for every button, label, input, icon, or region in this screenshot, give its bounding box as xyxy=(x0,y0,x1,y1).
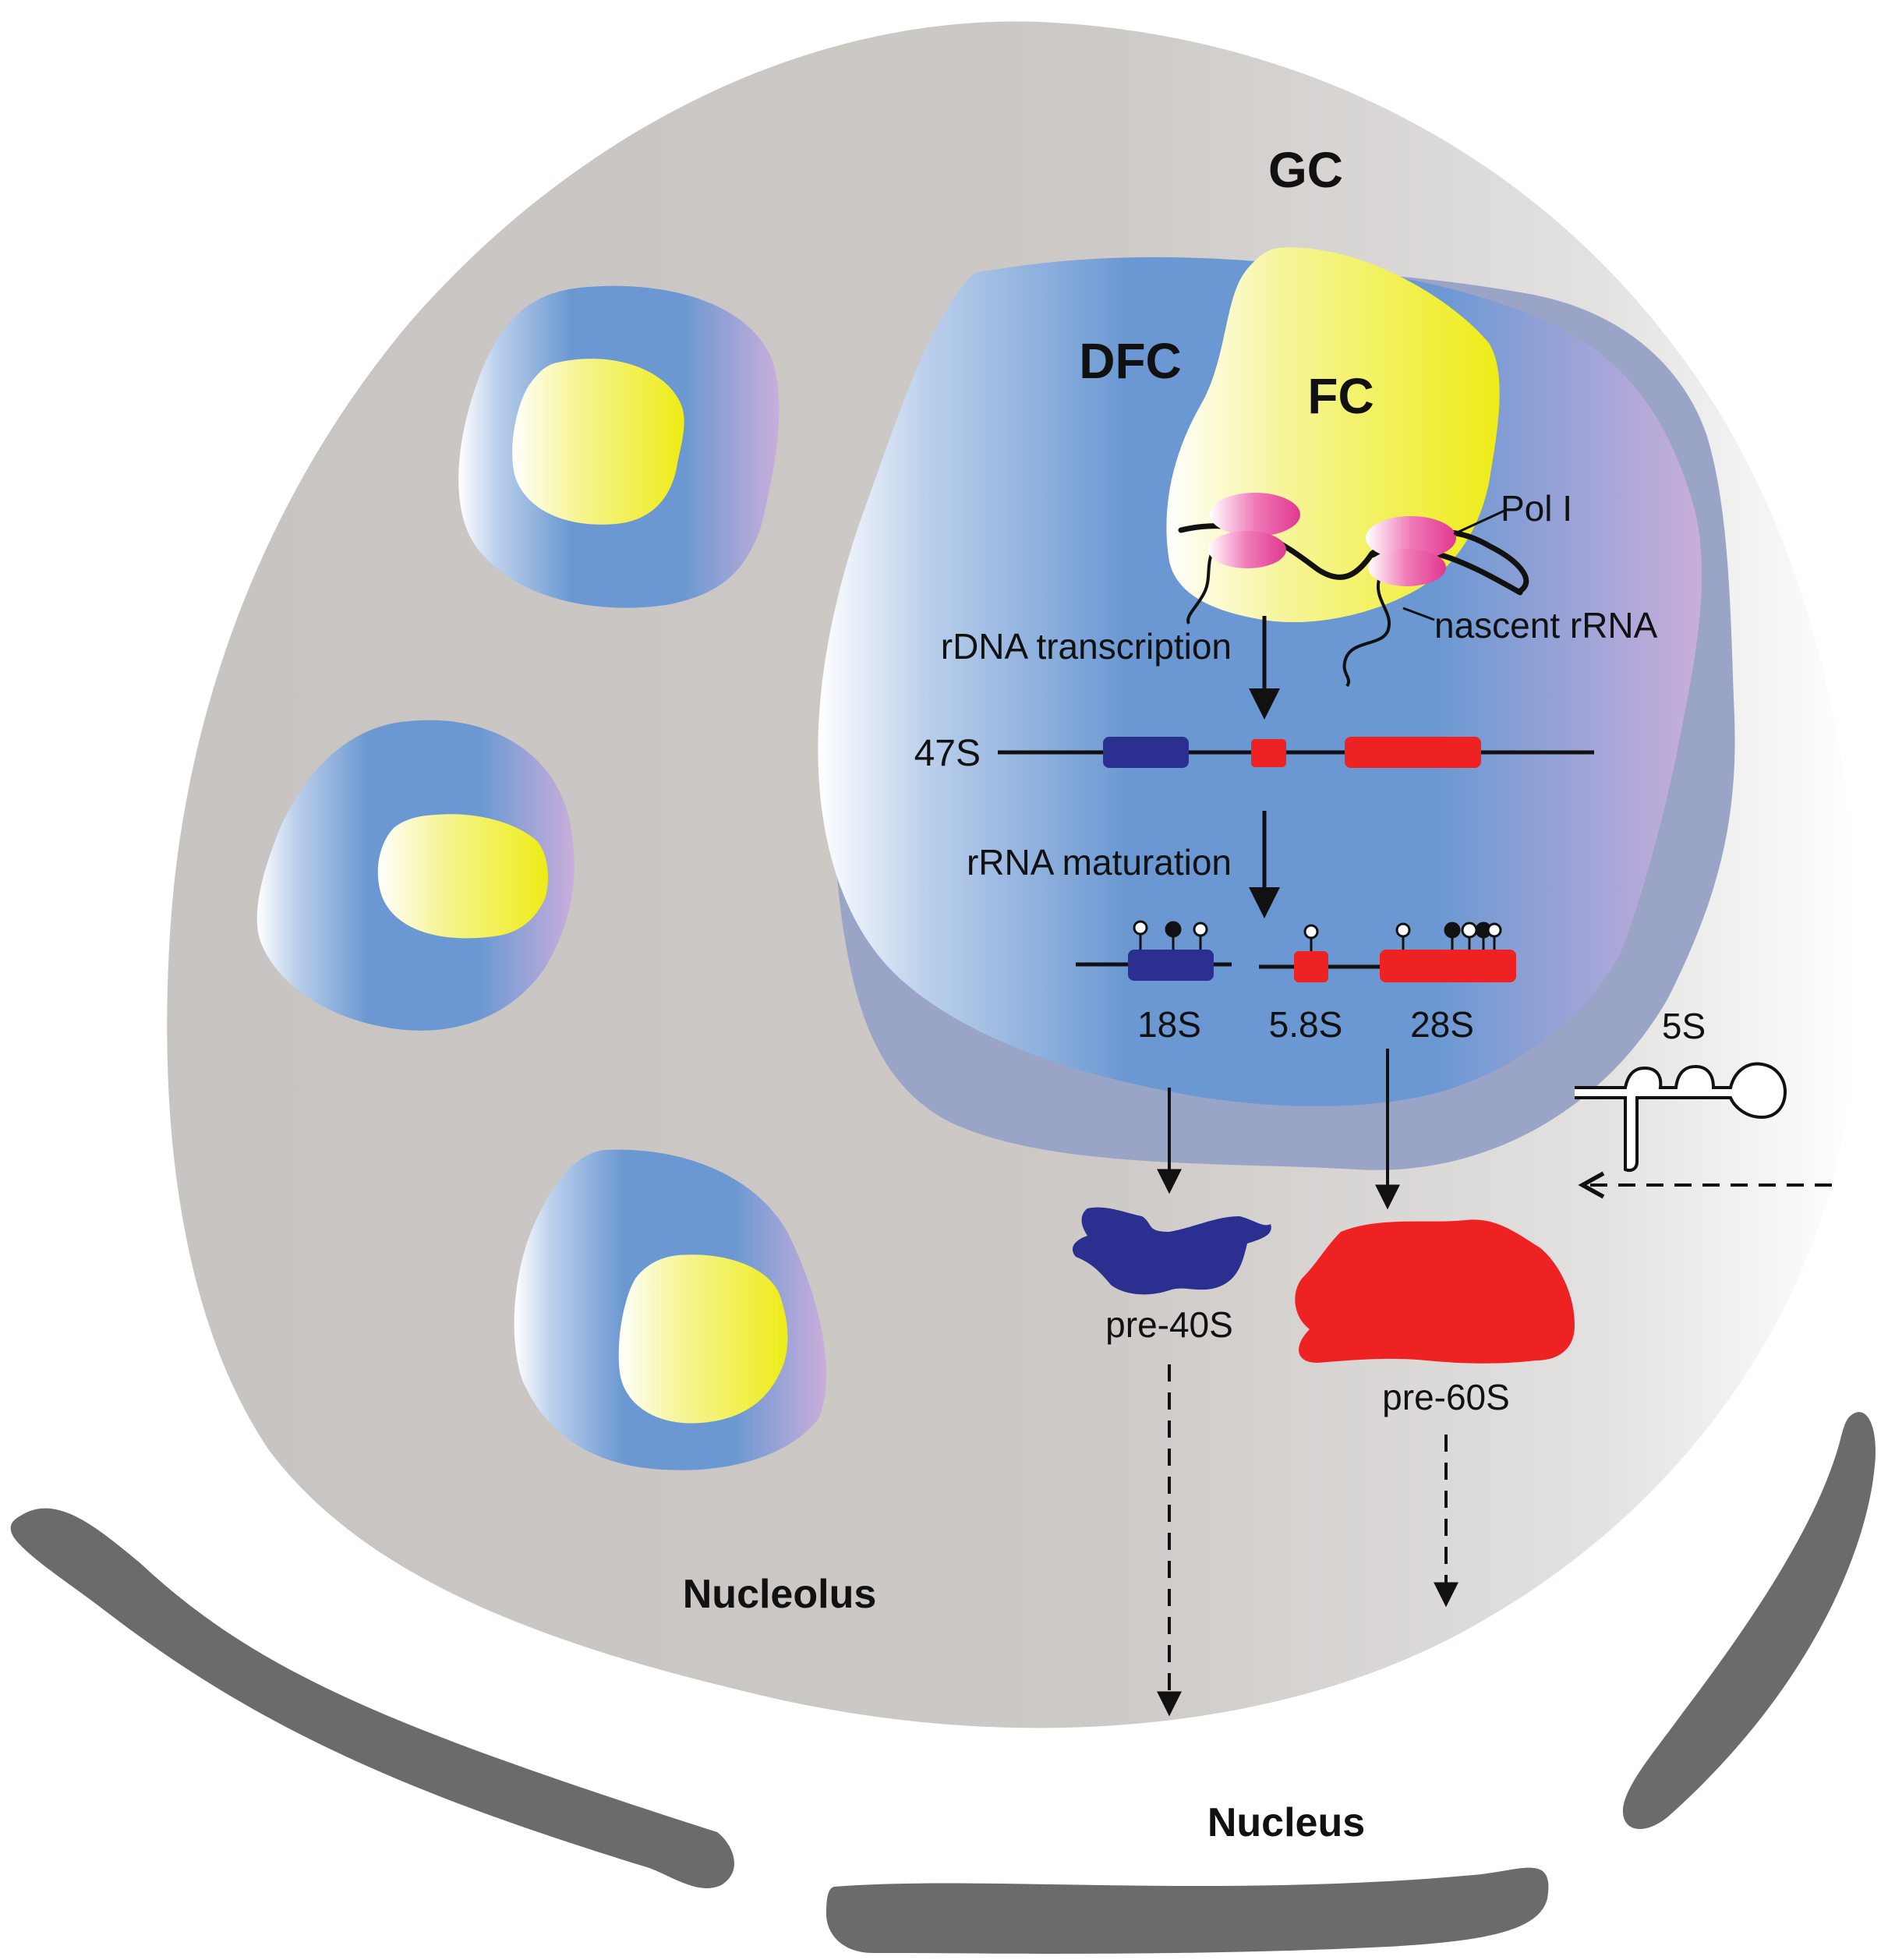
nascent-rrna-leader-line xyxy=(1402,607,1435,621)
58s-label: 5.8S xyxy=(1269,1004,1343,1045)
47s-label: 47S xyxy=(914,733,981,774)
mature-58s xyxy=(1294,951,1328,982)
dfc-label: DFC xyxy=(1079,333,1182,389)
mature-18s xyxy=(1128,950,1214,981)
small-fibrillar-center-1 xyxy=(458,285,780,608)
47s-28s-region xyxy=(1345,737,1481,768)
pre60s-label: pre-60S xyxy=(1382,1377,1510,1417)
small-fibrillar-center-3 xyxy=(514,1149,827,1470)
nascent-rrna-label: nascent rRNA xyxy=(1434,605,1658,646)
47s-58s-region xyxy=(1251,739,1286,767)
pre60s-particle xyxy=(1295,1219,1575,1364)
nucleus-label: Nucleus xyxy=(1207,1800,1365,1845)
precursor-47s xyxy=(998,737,1594,768)
gc-label: GC xyxy=(1268,142,1343,198)
pre40s-label: pre-40S xyxy=(1105,1304,1233,1345)
nuclear-envelope-left xyxy=(10,1508,734,1888)
5s-rrna-structure xyxy=(1575,1062,1787,1173)
fc-label: FC xyxy=(1307,368,1374,424)
small-fibrillar-center-2 xyxy=(256,720,575,1031)
nuclear-envelope-right xyxy=(1622,1412,1876,1830)
pol1-complex-right xyxy=(1366,516,1456,586)
mature-28s xyxy=(1380,950,1516,982)
rdna-transcription-label: rDNA transcription xyxy=(941,626,1232,667)
pol1-complex-left xyxy=(1208,493,1300,568)
18s-label: 18S xyxy=(1137,1004,1201,1045)
28s-label: 28S xyxy=(1410,1004,1474,1045)
mature-rrnas xyxy=(1076,950,1516,982)
pol1-leader-line xyxy=(1453,509,1505,536)
47s-18s-region xyxy=(1103,737,1189,768)
modification-markers xyxy=(1133,920,1502,951)
nucleolus-label: Nucleolus xyxy=(683,1572,877,1617)
nascent-rrna-left xyxy=(1186,544,1218,624)
nascent-rrna-right xyxy=(1342,576,1391,688)
pol1-label: Pol I xyxy=(1501,488,1572,529)
5s-label: 5S xyxy=(1662,1006,1706,1046)
pre40s-particle xyxy=(1072,1207,1271,1295)
rrna-maturation-label: rRNA maturation xyxy=(967,842,1232,883)
nuclear-envelope-bottom xyxy=(826,1867,1549,1954)
